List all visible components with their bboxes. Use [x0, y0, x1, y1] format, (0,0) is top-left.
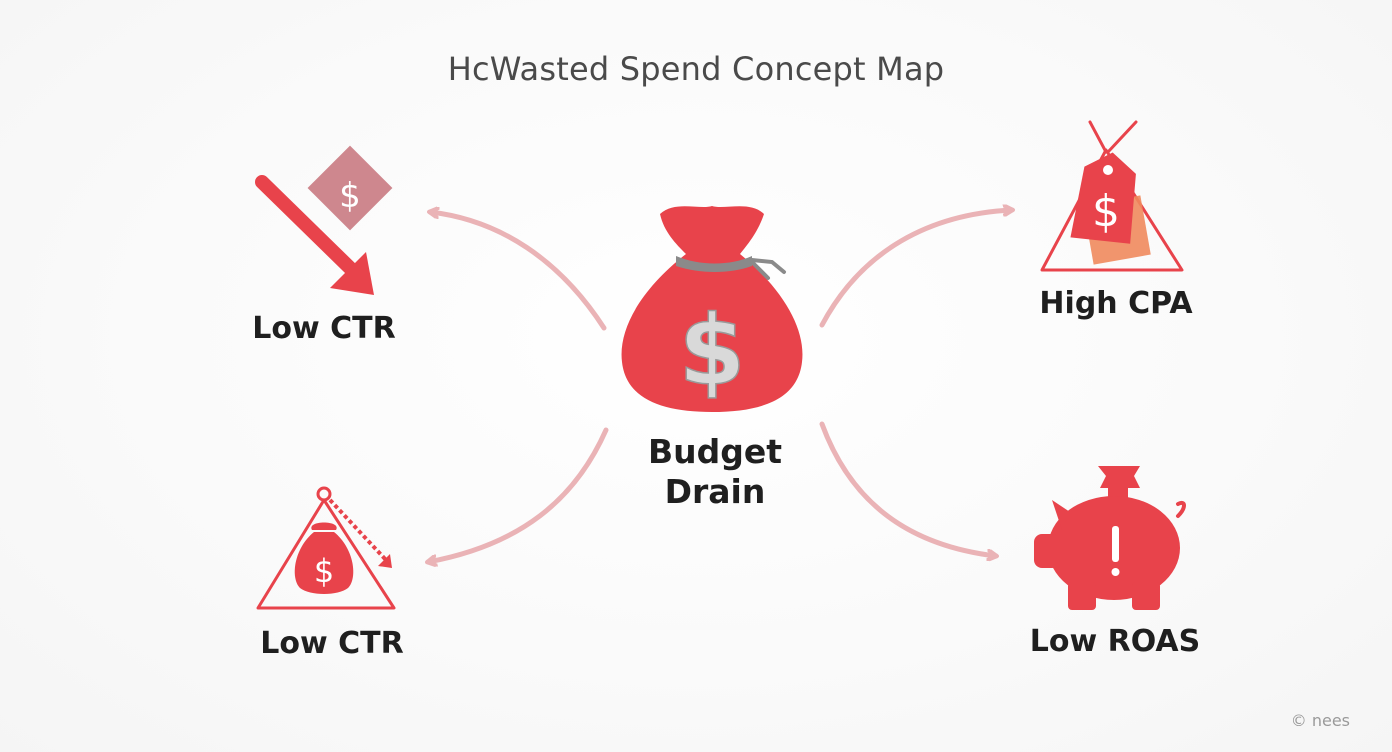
- svg-text:$: $: [339, 176, 361, 216]
- money-bag-icon: $: [621, 206, 803, 412]
- piggy-bank-alert-icon: [1034, 466, 1186, 610]
- connector-arrow-bottom-left: [428, 427, 609, 562]
- warning-money-bag-icon: $: [256, 486, 396, 610]
- center-label-line2: Drain: [664, 472, 766, 511]
- connector-arrow-top-right: [819, 210, 1012, 328]
- watermark: © nees: [1290, 711, 1350, 730]
- svg-text:$: $: [679, 295, 746, 407]
- connector-arrow-top-left: [430, 212, 607, 331]
- center-label-line1: Budget: [647, 432, 783, 471]
- page-title: HcWasted Spend Concept Map: [447, 50, 945, 88]
- node-label-top-left: Low CTR: [252, 311, 396, 346]
- svg-text:$: $: [314, 552, 334, 590]
- price-tag-warning-icon: $: [1040, 120, 1184, 272]
- down-arrow-dollar-icon: $: [255, 145, 393, 295]
- svg-text:$: $: [1092, 186, 1120, 237]
- node-label-top-right: High CPA: [1039, 286, 1193, 321]
- connector-arrow-bottom-right: [819, 421, 996, 556]
- center-node-label: Budget Drain: [615, 432, 815, 512]
- node-label-bottom-left: Low CTR: [260, 626, 404, 661]
- node-label-bottom-right: Low ROAS: [1029, 624, 1201, 659]
